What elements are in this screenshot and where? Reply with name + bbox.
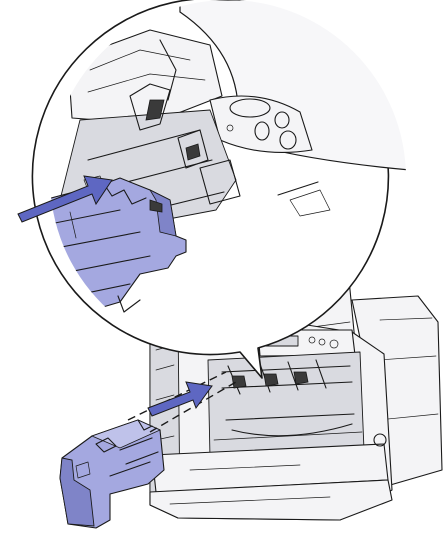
toner-cartridge [59,419,165,529]
printer-interior [207,351,365,459]
printer-insert-arrow-icon [147,381,213,417]
insertion-path-dashes [127,371,237,433]
insert-arrow-icon [17,175,113,223]
callout-cartridge [50,177,187,337]
